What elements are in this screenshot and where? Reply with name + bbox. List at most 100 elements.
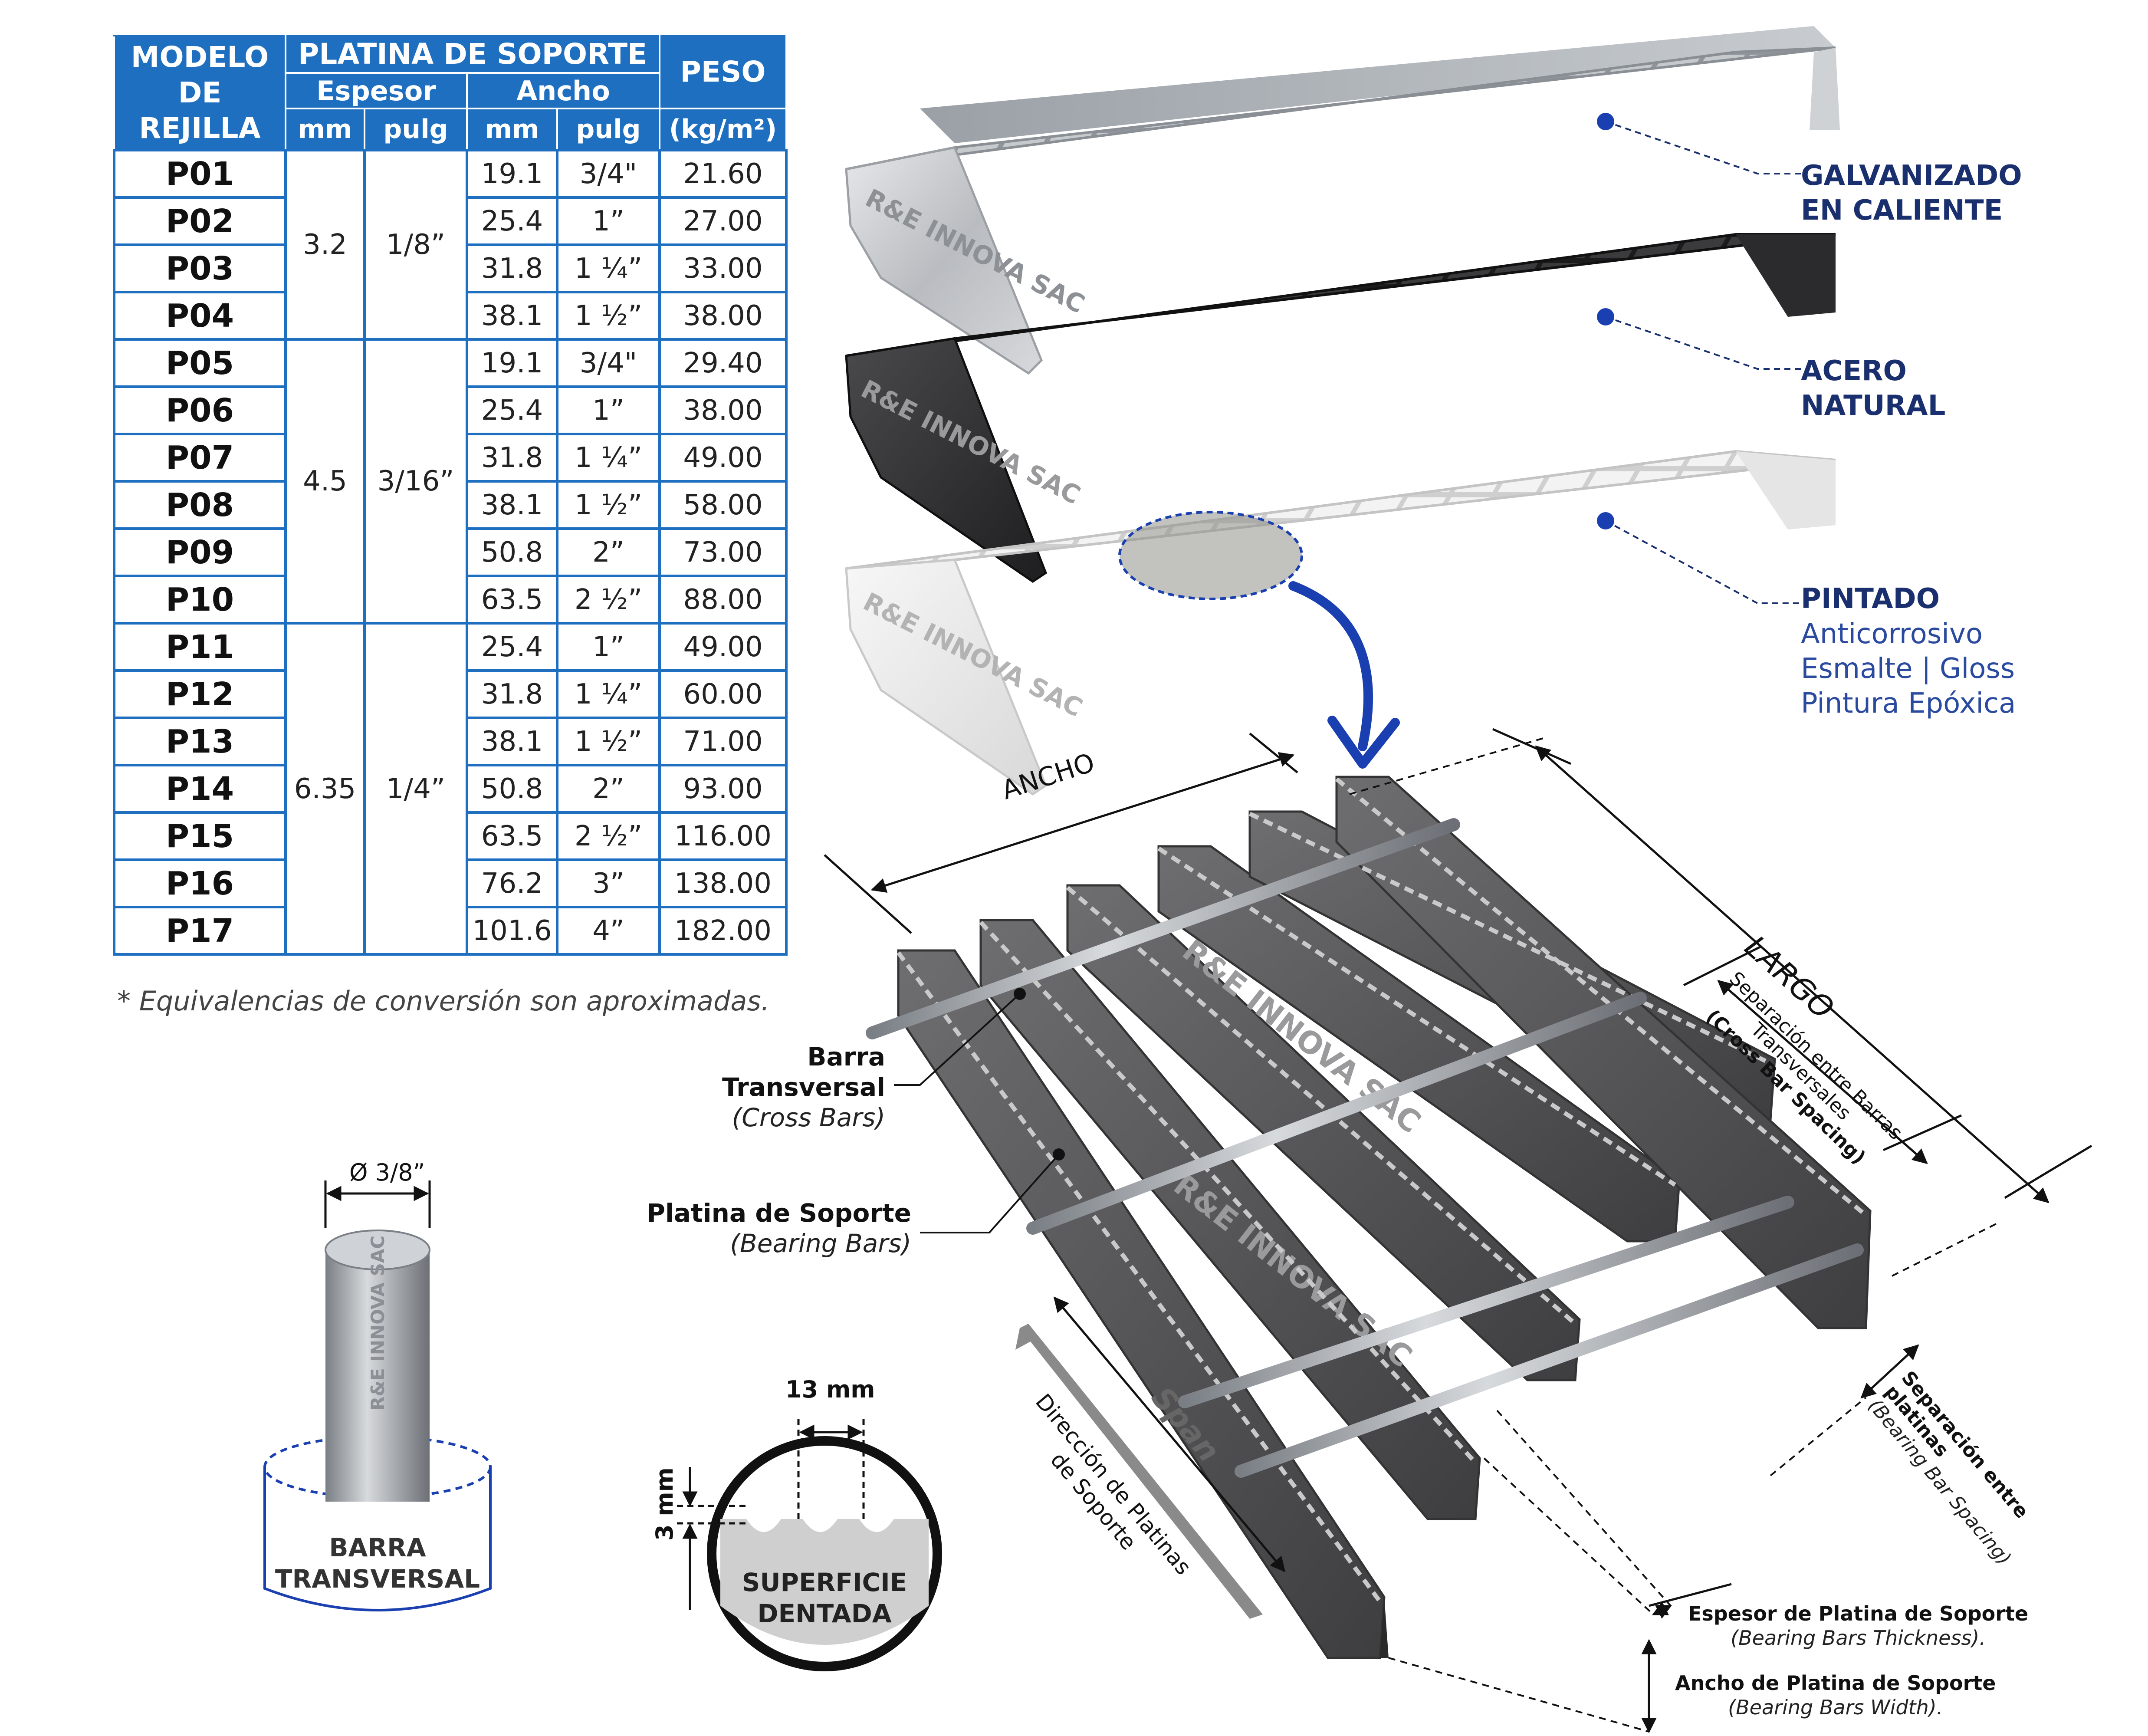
width-mm-cell: 19.1	[466, 338, 558, 388]
weight-cell: 58.00	[658, 480, 788, 530]
bar-label: BARRA TRANSVERSAL	[265, 1532, 490, 1595]
model-cell: P06	[113, 385, 287, 435]
width-mm-cell: 63.5	[466, 811, 558, 861]
width-mm-cell: 76.2	[466, 858, 558, 908]
zoom-arrowhead	[1327, 716, 1400, 769]
header-unit-mm: mm	[285, 108, 365, 151]
tread-galvanized: R&E INNOVA SAC	[845, 26, 1840, 375]
width-in-cell: 1 ½”	[556, 717, 661, 766]
weight-cell: 73.00	[658, 527, 788, 577]
width-in-cell: 3/4"	[556, 338, 661, 388]
weight-cell: 71.00	[658, 717, 788, 766]
finish-painted-line2: Esmalte | Gloss	[1801, 653, 2015, 685]
finish-painted-line3: Pintura Epóxica	[1801, 687, 2016, 720]
serration-width: 13 mm	[785, 1376, 875, 1403]
label-bearing-bar: Platina de Soporte (Bearing Bars)	[642, 1198, 911, 1259]
serration-depth: 3 mm	[651, 1467, 678, 1541]
bar-label-line1: BARRA	[329, 1533, 426, 1562]
header-unit-mm: mm	[466, 108, 558, 151]
thickness-in-cell: 1/8”	[363, 149, 468, 341]
label-width: Ancho de Platina de Soporte (Bearing Bar…	[1675, 1671, 1996, 1720]
weight-cell: 38.00	[658, 385, 788, 435]
width-mm-cell: 50.8	[466, 764, 558, 814]
label-thickness: Espesor de Platina de Soporte (Bearing B…	[1688, 1601, 2028, 1650]
width-mm-cell: 31.8	[466, 669, 558, 719]
weight-cell: 60.00	[658, 669, 788, 719]
model-cell: P08	[113, 480, 287, 530]
finish-natural-line2: NATURAL	[1801, 390, 1946, 422]
width-mm-cell: 38.1	[466, 717, 558, 766]
width-in-cell: 1”	[556, 622, 661, 672]
model-cell: P17	[113, 906, 287, 956]
width-in-cell: 2 ½”	[556, 811, 661, 861]
width-in-cell: 2 ½”	[556, 575, 661, 625]
header-model: MODELO DE REJILLA	[113, 35, 286, 151]
model-cell: P13	[113, 717, 287, 766]
label-thickness-es: Espesor de Platina de Soporte	[1688, 1602, 2029, 1625]
model-cell: P05	[113, 338, 287, 388]
span-arrow	[1020, 1324, 1263, 1619]
thickness-mm-cell: 4.5	[284, 338, 366, 625]
label-bearing-bar-en: (Bearing Bars)	[730, 1229, 911, 1258]
header-unit-in: pulg	[364, 108, 468, 151]
width-in-cell: 1”	[556, 385, 661, 435]
serration-label: SUPERFICIE DENTADA	[729, 1567, 920, 1629]
width-mm-cell: 38.1	[466, 291, 558, 341]
width-mm-cell: 25.4	[466, 196, 558, 246]
width-mm-cell: 31.8	[466, 433, 558, 483]
model-cell: P15	[113, 811, 287, 861]
weight-cell: 182.00	[658, 906, 788, 956]
conversion-note: * Equivalencias de conversión son aproxi…	[117, 985, 770, 1017]
width-in-cell: 4”	[556, 906, 661, 956]
width-mm-cell: 25.4	[466, 385, 558, 435]
finish-dot-galv	[1597, 113, 1614, 130]
weight-cell: 49.00	[658, 622, 788, 672]
bar-label-line2: TRANSVERSAL	[275, 1564, 480, 1594]
finish-painted-line1: Anticorrosivo	[1801, 618, 1983, 650]
width-in-cell: 3/4"	[556, 149, 661, 199]
weight-cell: 29.40	[658, 338, 788, 388]
model-cell: P07	[113, 433, 287, 483]
finish-dot-natural	[1597, 308, 1614, 326]
model-cell: P14	[113, 764, 287, 814]
label-thickness-en: (Bearing Bars Thickness).	[1731, 1626, 1986, 1650]
header-bearing: PLATINA DE SOPORTE	[285, 35, 660, 74]
bar-leaders	[894, 993, 1060, 1233]
cross-bar-detail: R&E INNOVA SAC	[263, 1180, 492, 1611]
dimension-dashed	[1349, 737, 1997, 1733]
width-mm-cell: 63.5	[466, 575, 558, 625]
width-mm-cell: 25.4	[466, 622, 558, 672]
thickness-mm-cell: 6.35	[284, 622, 366, 956]
width-mm-cell: 38.1	[466, 480, 558, 530]
label-cross-bar-en: (Cross Bars)	[732, 1103, 885, 1132]
model-cell: P01	[113, 149, 287, 199]
weight-cell: 33.00	[658, 243, 788, 293]
label-cross-bar: Barra Transversal (Cross Bars)	[642, 1042, 885, 1133]
model-cell: P04	[113, 291, 287, 341]
model-cell: P10	[113, 575, 287, 625]
width-in-cell: 1”	[556, 196, 661, 246]
weight-cell: 21.60	[658, 149, 788, 199]
width-in-cell: 1 ½”	[556, 480, 661, 530]
serration-label-line2: DENTADA	[757, 1599, 892, 1628]
width-mm-cell: 101.6	[466, 906, 558, 956]
weight-cell: 138.00	[658, 858, 788, 908]
model-cell: P11	[113, 622, 287, 672]
header-width: Ancho	[466, 72, 660, 109]
header-weight: PESO	[659, 35, 787, 109]
model-cell: P02	[113, 196, 287, 246]
width-in-cell: 3”	[556, 858, 661, 908]
